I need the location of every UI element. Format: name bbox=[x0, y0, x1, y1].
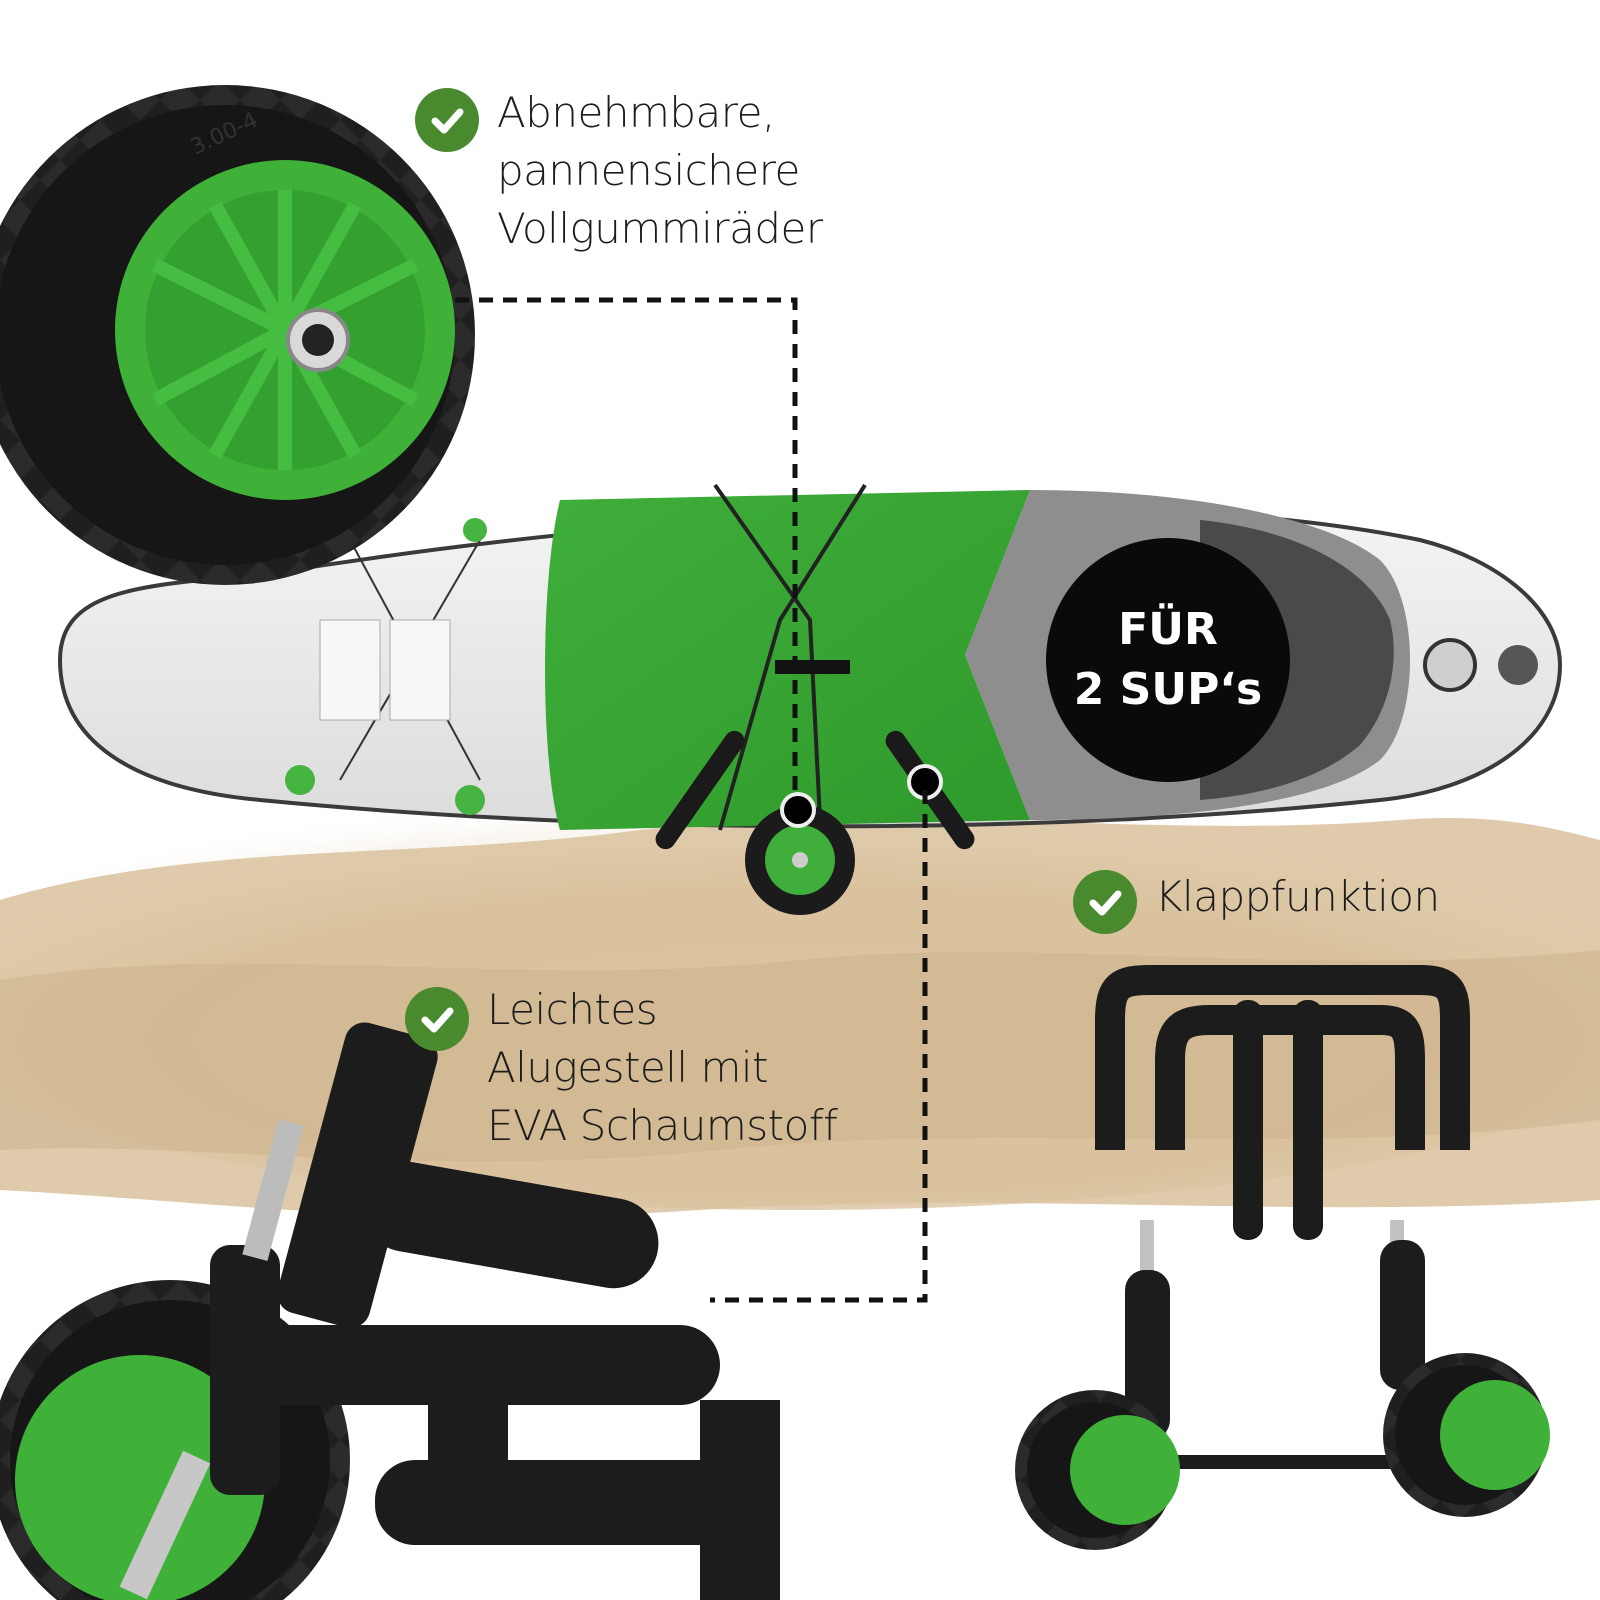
dashed-connectors bbox=[455, 297, 928, 1303]
feature-wheels-text: Abnehmbare, pannensichere Vollgummiräder bbox=[497, 84, 823, 258]
feature-line: Leichtes bbox=[487, 985, 658, 1034]
feature-line: Alugestell mit bbox=[487, 1043, 769, 1092]
feature-line: EVA Schaumstoff bbox=[487, 1101, 838, 1150]
feature-frame-text: Leichtes Alugestell mit EVA Schaumstoff bbox=[487, 981, 838, 1155]
trolley-small bbox=[655, 730, 975, 915]
badge-line-2: 2 SUP‘s bbox=[1073, 664, 1263, 715]
badge-line-1: FÜR bbox=[1118, 604, 1218, 655]
feature-line: pannensichere bbox=[497, 146, 800, 195]
checkmark-icon bbox=[1073, 870, 1137, 934]
feature-wheels: Abnehmbare, pannensichere Vollgummiräder bbox=[415, 88, 823, 258]
feature-folding: Klappfunktion bbox=[1073, 870, 1440, 934]
trolley-closeup bbox=[0, 1022, 780, 1600]
feature-line: Klappfunktion bbox=[1155, 872, 1440, 921]
capacity-badge: FÜR 2 SUP‘s bbox=[1046, 538, 1290, 782]
feature-frame: Leichtes Alugestell mit EVA Schaumstoff bbox=[405, 985, 838, 1155]
checkmark-icon bbox=[415, 88, 479, 152]
checkmark-icon bbox=[405, 987, 469, 1051]
feature-line: Abnehmbare, bbox=[497, 88, 775, 137]
feature-folding-text: Klappfunktion bbox=[1155, 868, 1440, 926]
wheel-closeup: 3.00-4 bbox=[0, 85, 475, 585]
trolley-folded bbox=[1015, 965, 1550, 1550]
feature-line: Vollgummiräder bbox=[497, 204, 823, 253]
